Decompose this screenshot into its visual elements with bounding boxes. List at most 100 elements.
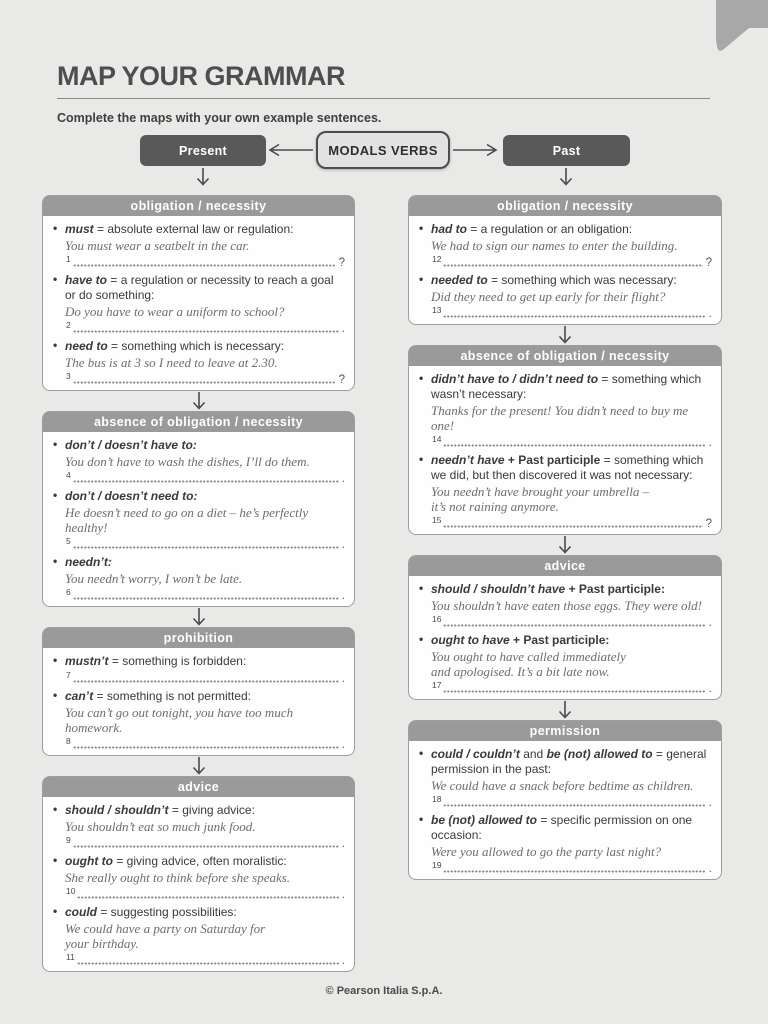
item-number: 19 [432,860,442,870]
grammar-item: •don’t / doesn’t need to:He doesn’t need… [52,488,345,551]
box-header-label: permission [409,721,721,741]
answer-line-row: 17. [418,680,712,695]
modal-term: can’t [65,689,94,703]
item-number: 14 [432,434,442,444]
example-sentence: He doesn’t need to go on a diet – he’s p… [65,505,309,535]
title-rule [57,98,710,99]
end-punctuation: . [341,838,345,850]
arrow-right-icon [453,143,498,157]
answer-dotted-line [72,678,339,683]
term-definition: •be (not) allowed to = specific permissi… [418,812,712,843]
example-sentence: You don’t have to wash the dishes, I’ll … [65,454,310,469]
bullet-icon: • [419,452,424,466]
modal-term: must [65,222,94,236]
example-sentence: Thanks for the present! You didn’t need … [431,403,689,433]
term-definition: •should / shouldn’t have + Past particip… [418,581,712,597]
answer-line-row: 18. [418,795,712,809]
modal-term: needn’t: [65,555,112,569]
arrow-down-icon [192,608,206,626]
term-definition: •needn’t have + Past participle = someth… [418,452,712,483]
end-punctuation: ? [338,374,345,386]
end-punctuation: . [341,955,345,967]
end-punctuation: . [341,473,345,485]
corner-ribbon [716,0,768,51]
grammar-item: •needn’t have + Past participle = someth… [418,452,712,530]
answer-line-row: 15? [418,516,712,530]
map-columns: obligation / necessity•must = absolute e… [0,187,768,972]
answer-dotted-line [443,688,706,693]
grammar-item: •be (not) allowed to = specific permissi… [418,812,712,875]
example-sentence: She really ought to think before she spe… [65,870,291,885]
modals-verbs-node: MODALS VERBS [316,131,450,169]
example-sentence: You can’t go out tonight, you have too m… [65,705,294,735]
example-sentence: Were you allowed to go the party last ni… [431,844,662,859]
answer-dotted-line [72,744,339,749]
end-punctuation: . [708,797,712,809]
item-number: 8 [66,736,71,746]
grammar-item: •could = suggesting possibilities:We cou… [52,904,345,967]
item-number: 3 [66,371,71,381]
grammar-item: •mustn’t = something is forbidden:7. [52,653,345,685]
answer-line-row: 2. [52,320,345,335]
arrow-down-icon [192,757,206,775]
box-header-label: obligation / necessity [43,196,354,216]
arrow-down-icon [196,168,210,186]
answer-line-row: 5. [52,537,345,551]
answer-dotted-line [443,622,706,627]
end-punctuation: . [708,863,712,875]
term-definition: •should / shouldn’t = giving advice: [52,802,345,818]
term-definition: •ought to have + Past participle: [418,632,712,648]
grammar-item: •can’t = something is not permitted:You … [52,688,345,751]
modal-term: didn’t have to / didn’t need to [431,372,599,386]
box-header-label: advice [409,556,721,576]
item-number: 2 [66,320,71,330]
term-definition: •didn’t have to / didn’t need to = somet… [418,371,712,402]
grammar-box: prohibition•mustn’t = something is forbi… [42,627,355,756]
definition-text: = something which wasn’t necessary: [431,372,702,401]
item-number: 1 [66,254,71,264]
definition-text: + Past participle: [565,582,665,596]
bullet-icon: • [53,688,58,702]
term-definition: •don’t / doesn’t need to: [52,488,345,504]
grammar-item: •have to = a regulation or necessity to … [52,272,345,335]
grammar-item: •didn’t have to / didn’t need to = somet… [418,371,712,449]
example-sentence: We had to sign our names to enter the bu… [431,238,678,253]
term-definition: •had to = a regulation or an obligation: [418,221,712,237]
definition-text: = a regulation or necessity to reach a g… [65,273,334,302]
grammar-box: permission•could / couldn’t and be (not)… [408,720,722,880]
item-number: 9 [66,835,71,845]
answer-line-row: 11. [52,952,345,967]
grammar-item: •need to = something which is necessary:… [52,338,345,386]
end-punctuation: . [341,323,345,335]
box-body: •mustn’t = something is forbidden:7. • can… [43,648,354,755]
item-number: 13 [432,305,442,315]
item-number: 17 [432,680,442,690]
box-body: •should / shouldn’t = giving advice:You … [43,797,354,971]
box-header-label: absence of obligation / necessity [43,412,354,432]
bullet-icon: • [53,488,58,502]
end-punctuation: ? [705,518,712,530]
answer-dotted-line [76,960,339,965]
answer-dotted-line [72,262,336,267]
arrow-down-icon [558,326,572,344]
grammar-item: •had to = a regulation or an obligation:… [418,221,712,269]
copyright-text: © Pearson Italia S.p.A. [325,985,443,997]
answer-dotted-line [72,595,339,600]
answer-dotted-line [443,313,706,318]
arrow-down-icon [558,701,572,719]
grammar-box: advice •should / shouldn’t have + Past pa… [408,555,722,700]
modal-term: should / shouldn’t [65,803,169,817]
answer-line-row: 4. [52,471,345,485]
modal-term: be (not) allowed to [546,747,653,761]
item-number: 11 [66,952,75,962]
modal-term: had to [431,222,467,236]
definition-text: = giving advice, often moralistic: [112,854,287,868]
grammar-box: obligation / necessity•had to = a regula… [408,195,722,325]
grammar-item: •needn’t:You needn’t worry, I won’t be l… [52,554,345,602]
bullet-icon: • [53,802,58,816]
bullet-icon: • [53,338,58,352]
item-number: 7 [66,670,71,680]
answer-dotted-line [443,523,703,528]
box-header-label: prohibition [43,628,354,648]
grammar-item: •ought to have + Past participle:You oug… [418,632,712,695]
